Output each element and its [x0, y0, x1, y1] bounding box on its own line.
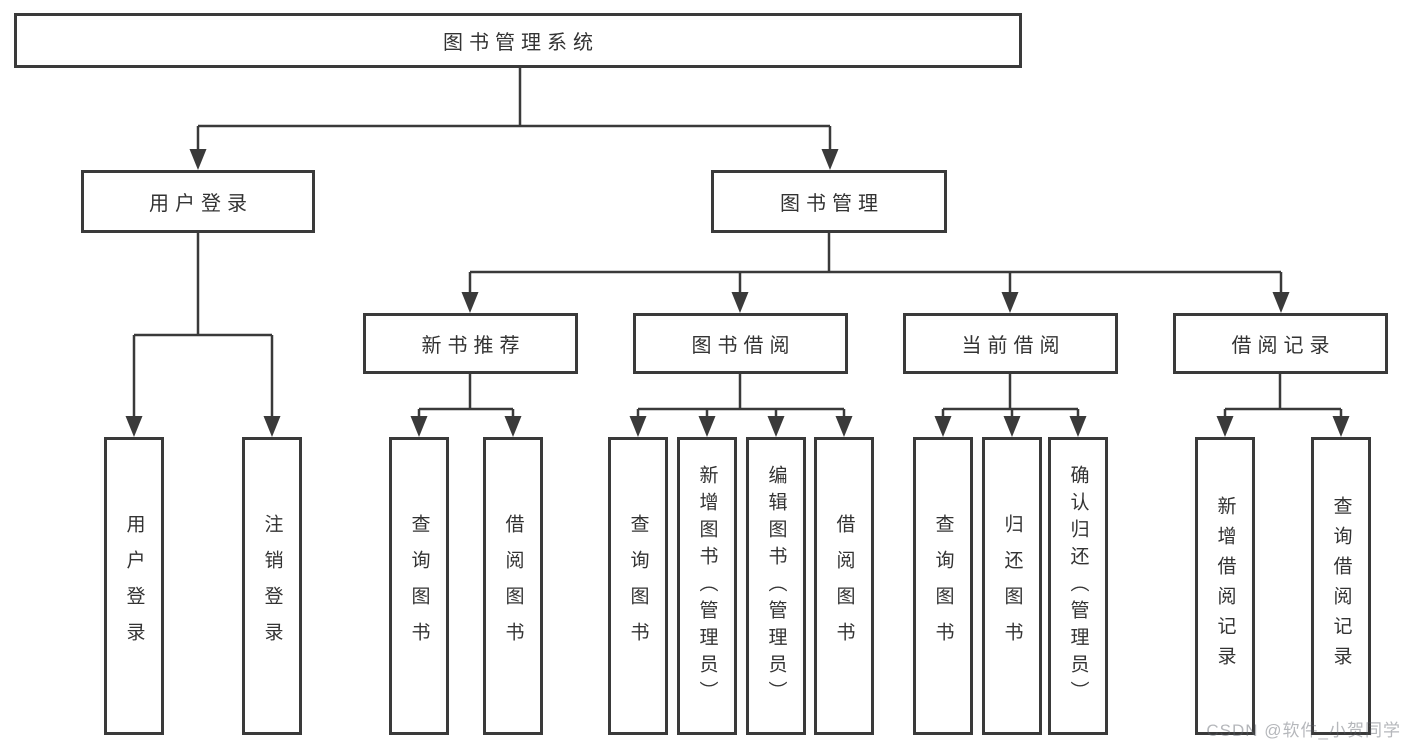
node-book-management: 图书管理 [711, 170, 947, 233]
leaf-add-borrow-record: 新增借阅记录 [1195, 437, 1255, 735]
leaf-current-query-books: 查询图书 [913, 437, 973, 735]
leaf-edit-books-admin: 编辑图书（管理员） [746, 437, 806, 735]
leaf-return-books: 归还图书 [982, 437, 1042, 735]
leaf-user-login-label: 用户登录 [123, 514, 145, 658]
leaf-confirm-return-admin-label: 确认归还（管理员） [1067, 464, 1089, 708]
connector-root [196, 68, 832, 151]
leaf-query-borrow-record: 查询借阅记录 [1311, 437, 1371, 735]
leaf-borrow-books-label: 借阅图书 [833, 514, 855, 658]
node-current-borrow: 当前借阅 [903, 313, 1118, 374]
arrowheads [125, 149, 1350, 437]
leaf-current-query-books-label: 查询图书 [932, 514, 954, 658]
leaf-add-books-admin: 新增图书（管理员） [677, 437, 737, 735]
leaf-user-login: 用户登录 [104, 437, 164, 735]
connector-current [941, 374, 1080, 418]
leaf-add-borrow-record-label: 新增借阅记录 [1214, 496, 1236, 676]
leaf-borrow-query-books: 查询图书 [608, 437, 668, 735]
node-new-book-recommend: 新书推荐 [363, 313, 578, 374]
connector-borrow [636, 374, 846, 418]
connector-records [1223, 374, 1343, 418]
node-root: 图书管理系统 [14, 13, 1022, 68]
leaf-add-books-admin-label: 新增图书（管理员） [696, 464, 718, 708]
node-borrow-records: 借阅记录 [1173, 313, 1388, 374]
csdn-watermark: CSDN @软件_小贺同学 [1206, 721, 1401, 740]
leaf-borrow-books: 借阅图书 [814, 437, 874, 735]
leaf-logout: 注销登录 [242, 437, 302, 735]
node-book-borrow-label: 图书借阅 [691, 335, 796, 357]
node-user-login: 用户登录 [81, 170, 315, 233]
node-new-book-recommend-label: 新书推荐 [421, 335, 526, 357]
leaf-confirm-return-admin: 确认归还（管理员） [1048, 437, 1108, 735]
leaf-return-books-label: 归还图书 [1001, 514, 1023, 658]
node-current-borrow-label: 当前借阅 [961, 335, 1066, 357]
leaf-recommend-borrow-books-label: 借阅图书 [502, 514, 524, 658]
leaf-edit-books-admin-label: 编辑图书（管理员） [765, 464, 787, 708]
node-book-borrow: 图书借阅 [633, 313, 848, 374]
node-user-login-label: 用户登录 [149, 193, 253, 215]
connector-user-login [132, 233, 274, 418]
leaf-borrow-query-books-label: 查询图书 [627, 514, 649, 658]
leaf-query-borrow-record-label: 查询借阅记录 [1330, 496, 1352, 676]
node-borrow-records-label: 借阅记录 [1231, 335, 1336, 357]
leaf-recommend-query-books: 查询图书 [389, 437, 449, 735]
node-root-label: 图书管理系统 [443, 32, 599, 54]
leaf-recommend-borrow-books: 借阅图书 [483, 437, 543, 735]
leaf-recommend-query-books-label: 查询图书 [408, 514, 430, 658]
connector-book-mgmt [468, 233, 1283, 294]
node-book-management-label: 图书管理 [780, 193, 884, 215]
connector-new-rec [417, 374, 515, 418]
leaf-logout-label: 注销登录 [261, 514, 283, 658]
